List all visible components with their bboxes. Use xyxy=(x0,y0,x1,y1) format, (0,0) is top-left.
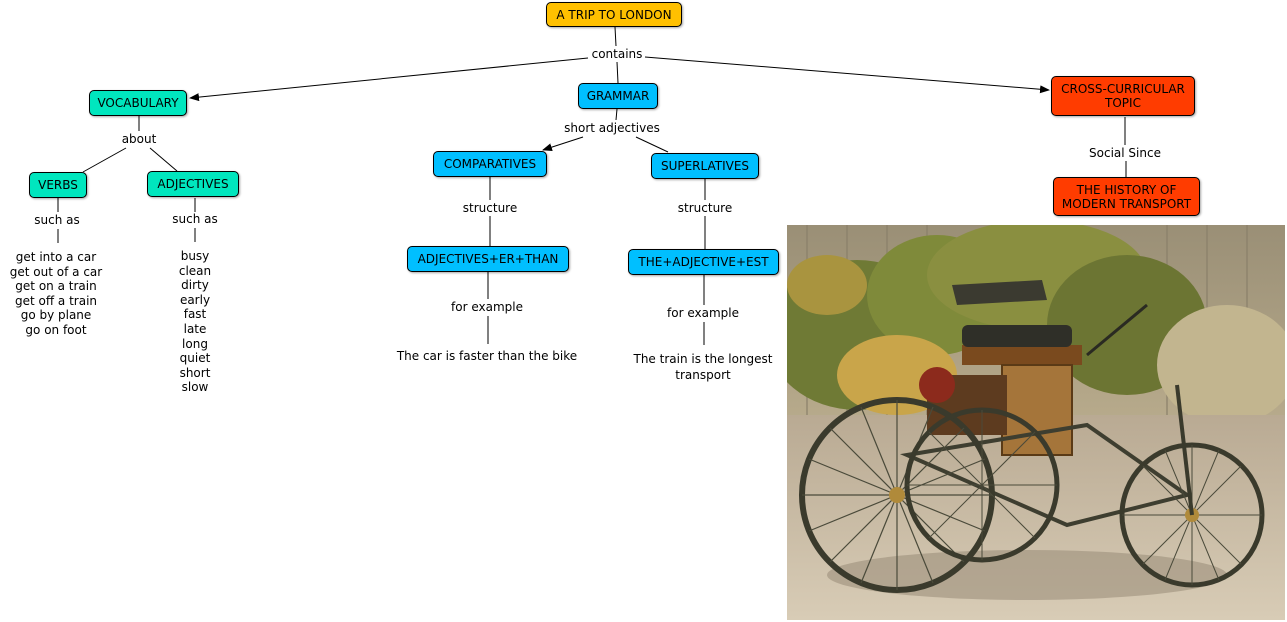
node-verbs-label: VERBS xyxy=(38,178,78,192)
link-label-structure-superlatives: structure xyxy=(677,201,733,215)
adjective-item: late xyxy=(183,321,207,336)
node-adj-er-than-label: ADJECTIVES+ER+THAN xyxy=(417,252,559,266)
link-grammar-shortadj xyxy=(615,108,618,121)
verb-item: get off a train xyxy=(14,293,98,308)
adjective-item: early xyxy=(179,292,211,307)
node-comparatives[interactable]: COMPARATIVES xyxy=(433,151,547,177)
node-superlatives[interactable]: SUPERLATIVES xyxy=(651,153,759,179)
node-adj-er-than[interactable]: ADJECTIVES+ER+THAN xyxy=(407,246,569,272)
adjective-item: slow xyxy=(181,380,209,395)
node-history[interactable]: THE HISTORY OF MODERN TRANSPORT xyxy=(1053,177,1200,216)
benz-motorwagen-image xyxy=(787,225,1285,620)
example-superlative-line-1: The train is the longest xyxy=(633,352,773,366)
link-about-verbs xyxy=(82,147,127,173)
example-comparative: The car is faster than the bike xyxy=(396,349,578,363)
verb-item: get into a car xyxy=(15,250,97,264)
link-shortadj-superlatives xyxy=(635,136,669,153)
verb-list: get into a car get out of a car get on a… xyxy=(10,250,102,338)
node-cross-label-1: CROSS-CURRICULAR xyxy=(1061,82,1185,96)
adjective-item: busy xyxy=(180,249,210,263)
link-label-such-as-verbs: such as xyxy=(34,213,80,227)
node-grammar[interactable]: GRAMMAR xyxy=(578,83,658,109)
node-root[interactable]: A TRIP TO LONDON xyxy=(546,2,682,27)
node-adjectives-label: ADJECTIVES xyxy=(157,177,229,191)
node-the-adj-est[interactable]: THE+ADJECTIVE+EST xyxy=(628,249,779,275)
link-contains-vocabulary xyxy=(189,57,589,102)
node-superlatives-label: SUPERLATIVES xyxy=(660,159,750,173)
node-cross-label-2: TOPIC xyxy=(1105,96,1141,110)
node-vocabulary-label: VOCABULARY xyxy=(97,96,179,110)
link-label-about: about xyxy=(121,132,157,146)
node-adjectives[interactable]: ADJECTIVES xyxy=(147,171,239,197)
adjective-item: clean xyxy=(178,263,212,278)
adjective-item: short xyxy=(179,365,211,380)
adjective-list: busy clean dirty early fast late long qu… xyxy=(179,249,211,395)
node-comparatives-label: COMPARATIVES xyxy=(443,157,537,171)
link-shortadj-comparatives xyxy=(542,136,584,152)
example-superlative: The train is the longest transport xyxy=(633,351,772,383)
node-cross-curricular[interactable]: CROSS-CURRICULAR TOPIC xyxy=(1051,76,1195,116)
adjective-item: long xyxy=(182,336,208,351)
link-about-adjectives xyxy=(149,147,178,172)
verb-item: go on foot xyxy=(25,322,87,337)
verb-item: get on a train xyxy=(15,279,97,294)
adjective-item: dirty xyxy=(181,278,209,293)
link-label-such-as-adjectives: such as xyxy=(172,212,218,226)
adjective-item: fast xyxy=(183,307,207,322)
link-label-social-since: Social Since xyxy=(1089,146,1161,160)
adjective-item: quiet xyxy=(179,351,211,366)
node-history-label-1: THE HISTORY OF xyxy=(1076,182,1177,197)
node-verbs[interactable]: VERBS xyxy=(29,172,87,198)
node-vocabulary[interactable]: VOCABULARY xyxy=(89,90,187,116)
node-root-label: A TRIP TO LONDON xyxy=(556,7,672,22)
verb-item: go by plane xyxy=(20,308,92,323)
link-root-contains xyxy=(614,26,617,47)
node-grammar-label: GRAMMAR xyxy=(586,89,650,103)
link-contains-grammar xyxy=(616,61,619,84)
link-contains-cross xyxy=(644,56,1050,94)
link-label-for-example-superlatives: for example xyxy=(667,306,739,320)
link-label-contains: contains xyxy=(591,47,643,61)
example-superlative-line-2: transport xyxy=(675,368,731,382)
link-label-short-adjectives: short adjectives xyxy=(564,121,660,135)
node-the-adj-est-label: THE+ADJECTIVE+EST xyxy=(638,255,769,269)
motor-car-photo xyxy=(787,225,1285,620)
node-history-label-2: MODERN TRANSPORT xyxy=(1061,196,1192,211)
link-label-structure-comparatives: structure xyxy=(462,201,518,215)
link-label-for-example-comparatives: for example xyxy=(451,300,523,314)
verb-item: get out of a car xyxy=(9,264,103,279)
